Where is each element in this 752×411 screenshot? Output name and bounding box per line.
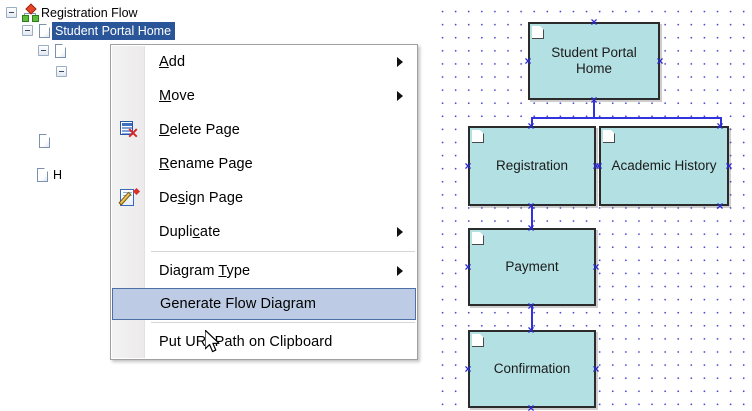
page-icon	[54, 43, 68, 59]
node-handle[interactable]	[592, 365, 601, 374]
node-handle[interactable]	[592, 263, 601, 272]
page-corner-icon	[472, 333, 484, 347]
node-handle[interactable]	[527, 302, 536, 311]
tree-item-label: Student Portal Home	[52, 21, 176, 40]
tree-item-registration-flow[interactable]: Registration Flow	[6, 2, 138, 22]
node-handle[interactable]	[716, 122, 725, 131]
menu-item-label: Duplicate	[159, 224, 221, 240]
menu-item-generate-flow-diagram[interactable]: Generate Flow Diagram	[112, 288, 416, 320]
page-corner-icon	[472, 129, 484, 143]
node-label: Registration	[495, 158, 569, 173]
delete-page-icon: ✕	[119, 120, 139, 140]
tree-item-h[interactable]: H	[36, 166, 62, 183]
node-handle[interactable]	[527, 326, 536, 335]
node-label: Student Portal Home	[551, 45, 637, 76]
diagram-node-registration[interactable]: Registration	[468, 126, 596, 206]
node-handle[interactable]	[725, 162, 734, 171]
page-icon	[38, 23, 52, 39]
tree-item-student-portal-home[interactable]: Student Portal Home	[22, 21, 176, 40]
tree-expander-registration-flow[interactable]	[6, 7, 17, 18]
menu-item-put-uri-path-on-clipboard[interactable]: Put URI Path on Clipboard	[111, 325, 417, 359]
node-handle[interactable]	[590, 96, 599, 105]
page-icon	[38, 133, 52, 149]
tree-expander-child-2[interactable]	[56, 66, 67, 77]
node-handle[interactable]	[464, 365, 473, 374]
node-handle[interactable]	[595, 162, 604, 171]
node-label: Payment	[505, 259, 559, 274]
chevron-right-icon	[397, 57, 403, 67]
node-label: Academic History	[611, 158, 717, 173]
page-corner-icon	[603, 129, 615, 143]
connector-home-down	[593, 100, 595, 118]
flow-diagram-canvas[interactable]: Student Portal Home Registration Academi…	[432, 0, 752, 411]
menu-item-label: Diagram Type	[159, 263, 251, 279]
menu-item-design-page[interactable]: Design Page	[111, 181, 417, 215]
page-corner-icon	[532, 25, 544, 39]
tree-item-label: H	[53, 167, 63, 182]
node-handle[interactable]	[527, 122, 536, 131]
diagram-node-student-portal-home[interactable]: Student Portal Home	[528, 22, 660, 100]
tree-expander-child-1[interactable]	[38, 45, 49, 56]
node-handle[interactable]	[527, 202, 536, 211]
menu-item-label: Delete Page	[159, 122, 240, 138]
menu-item-label: Put URI Path on Clipboard	[159, 334, 333, 350]
chevron-right-icon	[397, 91, 403, 101]
page-icon	[36, 167, 50, 183]
node-label: Confirmation	[493, 361, 571, 376]
tree-item-child-1[interactable]	[38, 42, 71, 59]
node-handle[interactable]	[464, 263, 473, 272]
connector-payment-to-confirmation	[531, 305, 533, 331]
menu-item-rename-page[interactable]: Rename Page	[111, 147, 417, 181]
tree-item-child-3[interactable]	[38, 132, 55, 149]
menu-separator	[151, 322, 415, 323]
context-menu[interactable]: Add Move ✕ Delete Page Rename Page Desig…	[110, 44, 418, 360]
connector-home-horizontal	[531, 117, 721, 119]
node-handle[interactable]	[656, 57, 665, 66]
connector-registration-to-payment	[531, 205, 533, 229]
menu-item-add[interactable]: Add	[111, 45, 417, 79]
node-handle[interactable]	[527, 404, 536, 411]
menu-item-delete-page[interactable]: ✕ Delete Page	[111, 113, 417, 147]
node-handle[interactable]	[716, 202, 725, 211]
tree-item-child-2[interactable]	[56, 63, 70, 80]
chevron-right-icon	[397, 227, 403, 237]
node-handle[interactable]	[527, 224, 536, 233]
tree-item-label: Registration Flow	[41, 5, 138, 20]
tree-expander-student-portal-home[interactable]	[22, 25, 33, 36]
menu-item-label: Generate Flow Diagram	[160, 296, 317, 312]
chevron-right-icon	[397, 266, 403, 276]
menu-item-move[interactable]: Move	[111, 79, 417, 113]
diagram-node-confirmation[interactable]: Confirmation	[468, 330, 596, 408]
menu-separator	[151, 251, 415, 252]
hierarchy-icon	[22, 2, 39, 22]
menu-item-label: Rename Page	[159, 156, 253, 172]
menu-item-label: Move	[159, 88, 195, 104]
node-handle[interactable]	[464, 162, 473, 171]
node-handle[interactable]	[524, 57, 533, 66]
menu-item-label: Design Page	[159, 190, 244, 206]
menu-item-label: Add	[159, 54, 186, 70]
diagram-node-academic-history[interactable]: Academic History	[599, 126, 729, 206]
menu-item-diagram-type[interactable]: Diagram Type	[111, 254, 417, 288]
node-handle[interactable]	[590, 18, 599, 27]
design-page-icon	[118, 187, 140, 208]
page-corner-icon	[472, 231, 484, 245]
diagram-node-payment[interactable]: Payment	[468, 228, 596, 306]
menu-item-duplicate[interactable]: Duplicate	[111, 215, 417, 249]
